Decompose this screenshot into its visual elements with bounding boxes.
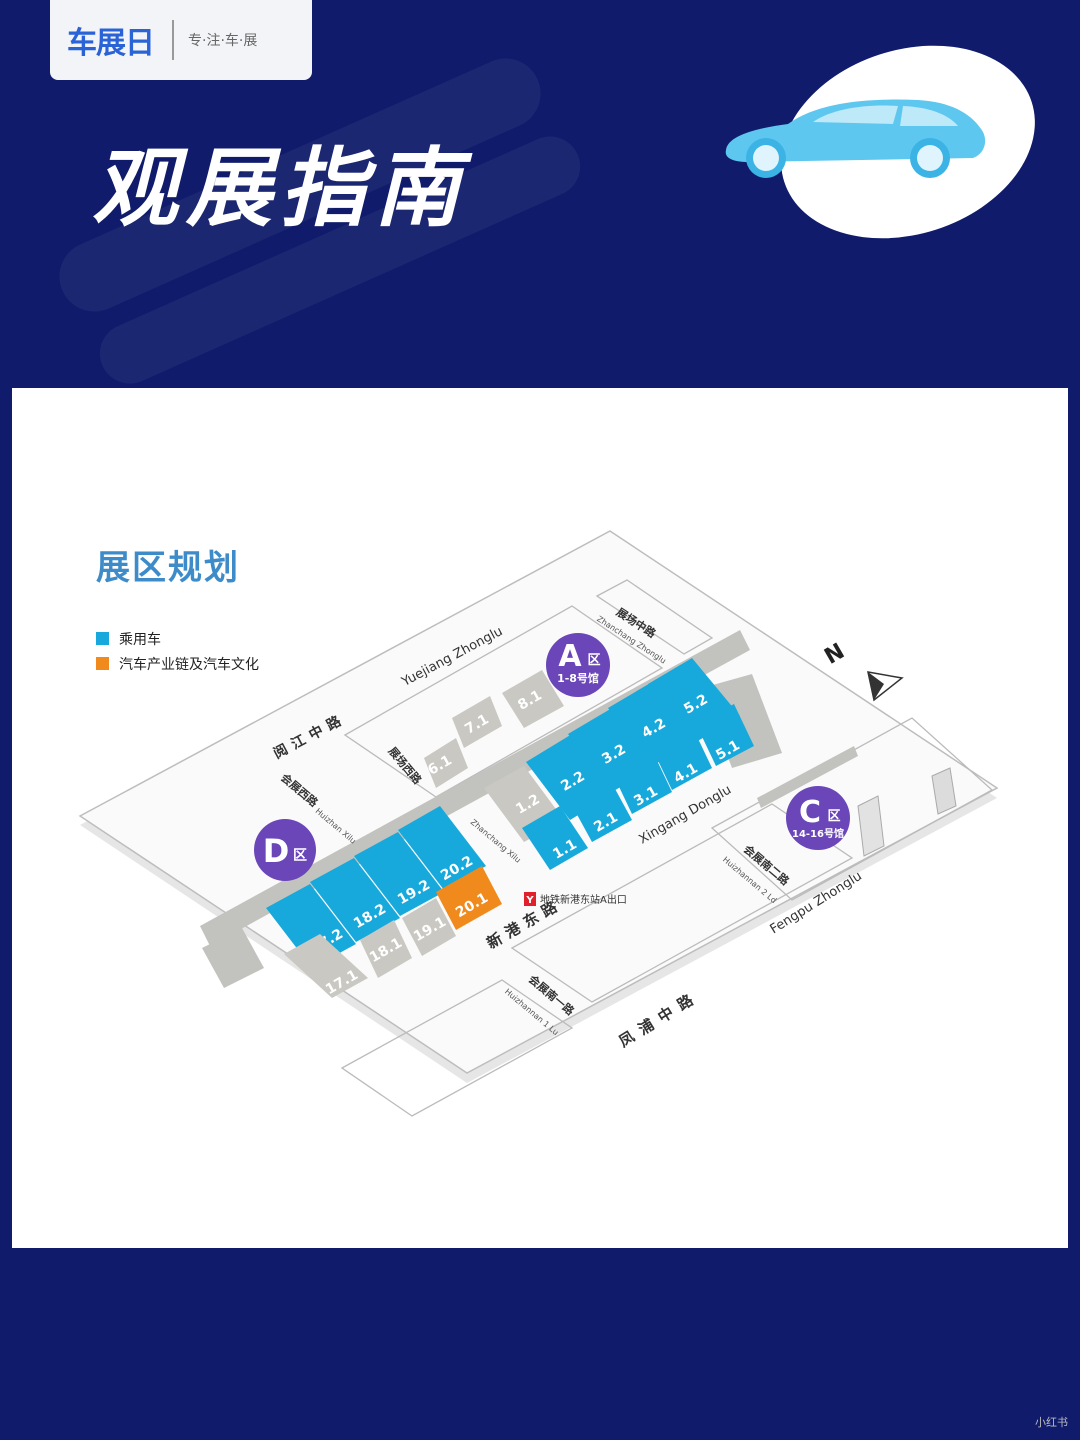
zone-suffix: 区	[293, 848, 307, 864]
legend-label: 乘用车	[119, 631, 161, 648]
zone-d-badge[interactable]: D 区	[254, 819, 316, 881]
section-title: 展区规划	[96, 548, 240, 588]
metro-label: 地铁新港东站A出口	[540, 893, 627, 906]
zone-c-badge[interactable]: C 区 14-16号馆	[786, 786, 850, 850]
metro-exit[interactable]: Y 地铁新港东站A出口	[524, 892, 627, 906]
road-label: 凤浦中路	[616, 987, 704, 1051]
exhibition-map: 6.1 7.1 8.1 1.2 2.2 3.2 4.2 5.2 1.1 2.1 …	[78, 530, 999, 1117]
header-banner: 车展日 专·注·车·展 观展指南	[0, 0, 1080, 388]
car-icon	[725, 45, 1035, 239]
zone-suffix: 区	[587, 653, 600, 668]
zone-letter: A	[558, 639, 582, 674]
tower-building	[931, 767, 957, 815]
block-sw	[340, 979, 574, 1117]
zone-letter: D	[263, 832, 290, 870]
legend-item: 汽车产业链及汽车文化	[96, 651, 259, 676]
corridor-c	[757, 746, 858, 808]
hall-18-1[interactable]: 18.1	[360, 920, 412, 978]
corridor-west	[202, 928, 264, 988]
brand-slogan: 专·注·车·展	[188, 33, 258, 49]
zone-a-badge[interactable]: A 区 1-8号馆	[546, 633, 610, 697]
hall-7-1[interactable]: 7.1	[452, 696, 502, 748]
metro-icon	[524, 892, 536, 906]
footer-band	[0, 1248, 1080, 1440]
watermark: 小红书	[1035, 1416, 1068, 1429]
zone-sub: 1-8号馆	[557, 671, 599, 685]
hall-6-1[interactable]: 6.1	[424, 738, 468, 788]
brand-logo: 车展日	[67, 26, 155, 61]
legend-item: 乘用车	[96, 626, 259, 651]
svg-text:Y: Y	[525, 895, 534, 906]
page-title: 观展指南	[92, 139, 468, 239]
zone-suffix: 区	[827, 809, 840, 824]
legend-label: 汽车产业链及汽车文化	[119, 656, 259, 673]
hall-19-2[interactable]: 19.2	[354, 832, 444, 916]
zone-letter: C	[799, 795, 821, 830]
legend-swatch-passenger	[96, 632, 109, 645]
block-a	[343, 605, 664, 798]
compass-label: N	[821, 639, 849, 670]
car-illustration	[718, 40, 1038, 250]
hall-2-1[interactable]: 2.1	[568, 776, 632, 842]
legend: 乘用车 汽车产业链及汽车文化	[96, 626, 259, 676]
legend-swatch-industry	[96, 657, 109, 670]
tower-building	[857, 795, 885, 857]
block-top	[595, 579, 714, 655]
brand-logo-card[interactable]: 车展日 专·注·车·展	[50, 0, 312, 80]
zone-sub: 14-16号馆	[792, 827, 844, 840]
hall-5-1[interactable]: 5.1	[696, 704, 754, 766]
block-south	[510, 803, 854, 1003]
content-card: 6.1 7.1 8.1 1.2 2.2 3.2 4.2 5.2 1.1 2.1 …	[12, 388, 1068, 1248]
hall-8-1[interactable]: 8.1	[502, 670, 564, 728]
hall-19-1[interactable]: 19.1	[402, 898, 456, 956]
logo-divider	[172, 20, 174, 60]
